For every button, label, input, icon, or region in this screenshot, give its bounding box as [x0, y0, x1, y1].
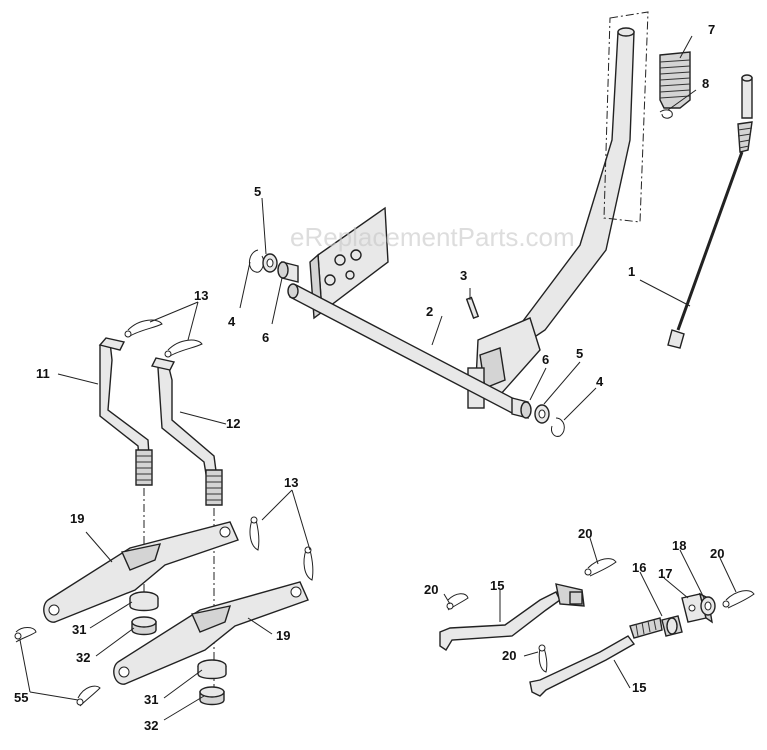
adjustment-rod-upper[interactable] [439, 583, 585, 651]
label-part-31-upper: 31 [72, 622, 86, 637]
lift-handle[interactable] [467, 27, 635, 409]
label-part-15-upper: 15 [490, 578, 504, 593]
lift-link-left[interactable] [98, 337, 153, 486]
swivel-washer [700, 596, 716, 616]
adjustment-rod-lower[interactable] [529, 617, 663, 697]
hairpin-clip-top-1 [124, 319, 163, 338]
lift-arm-lower[interactable] [113, 581, 309, 685]
label-part-32-lower: 32 [144, 718, 158, 733]
label-part-15-lower: 15 [632, 680, 646, 695]
label-part-2: 2 [426, 304, 433, 319]
label-part-20-top: 20 [578, 526, 592, 541]
label-part-55: 55 [14, 690, 28, 705]
label-part-32-upper: 32 [76, 650, 90, 665]
left-shaft-hardware [249, 249, 299, 283]
label-part-5-right: 5 [576, 346, 583, 361]
label-part-8: 8 [702, 76, 709, 91]
ferrule-upper [129, 591, 159, 612]
label-part-12: 12 [226, 416, 240, 431]
label-part-20-right: 20 [710, 546, 724, 561]
roll-pin [465, 296, 480, 319]
label-part-11: 11 [36, 366, 50, 381]
hairpin-clip-20-c [538, 644, 548, 673]
label-part-4-right: 4 [596, 374, 604, 389]
nut-lower [199, 686, 225, 706]
label-part-31-lower: 31 [144, 692, 158, 707]
hairpin-clip-mid-2 [303, 546, 314, 581]
ferrule-lower [197, 659, 227, 680]
label-part-16: 16 [632, 560, 646, 575]
jam-nut [661, 615, 683, 637]
label-part-20-left: 20 [424, 582, 438, 597]
lift-link-right[interactable] [150, 357, 223, 506]
hairpin-clip-20-d [722, 590, 755, 609]
label-part-4-left: 4 [228, 314, 236, 329]
label-part-13-mid: 13 [284, 475, 298, 490]
hairpin-clip-20-b [446, 593, 469, 611]
label-part-5-left: 5 [254, 184, 261, 199]
hairpin-clip-top-2 [164, 339, 203, 358]
label-part-17: 17 [658, 566, 672, 581]
hairpin-clip-55-right [76, 685, 101, 707]
label-part-3: 3 [460, 268, 467, 283]
spring-clip [659, 109, 673, 119]
handle-grip[interactable] [659, 51, 691, 109]
label-part-20-bottom: 20 [502, 648, 516, 663]
label-part-7: 7 [708, 22, 715, 37]
label-part-1: 1 [628, 264, 635, 279]
leader-lines [19, 35, 737, 721]
nut-upper [131, 616, 157, 636]
lift-arm-upper[interactable] [43, 521, 239, 623]
label-part-19-upper: 19 [70, 511, 84, 526]
label-part-6-right: 6 [542, 352, 549, 367]
hairpin-clip-mid-1 [249, 516, 260, 551]
hairpin-clip-55-left [14, 627, 37, 643]
label-part-18: 18 [672, 538, 686, 553]
label-part-13-top: 13 [194, 288, 208, 303]
label-part-19-lower: 19 [276, 628, 290, 643]
height-adjust-rod[interactable] [667, 74, 753, 349]
watermark-text: eReplacementParts.com [290, 222, 575, 252]
hairpin-clip-20-a [584, 558, 617, 577]
right-shaft-hardware [511, 397, 565, 437]
label-part-6-left: 6 [262, 330, 269, 345]
